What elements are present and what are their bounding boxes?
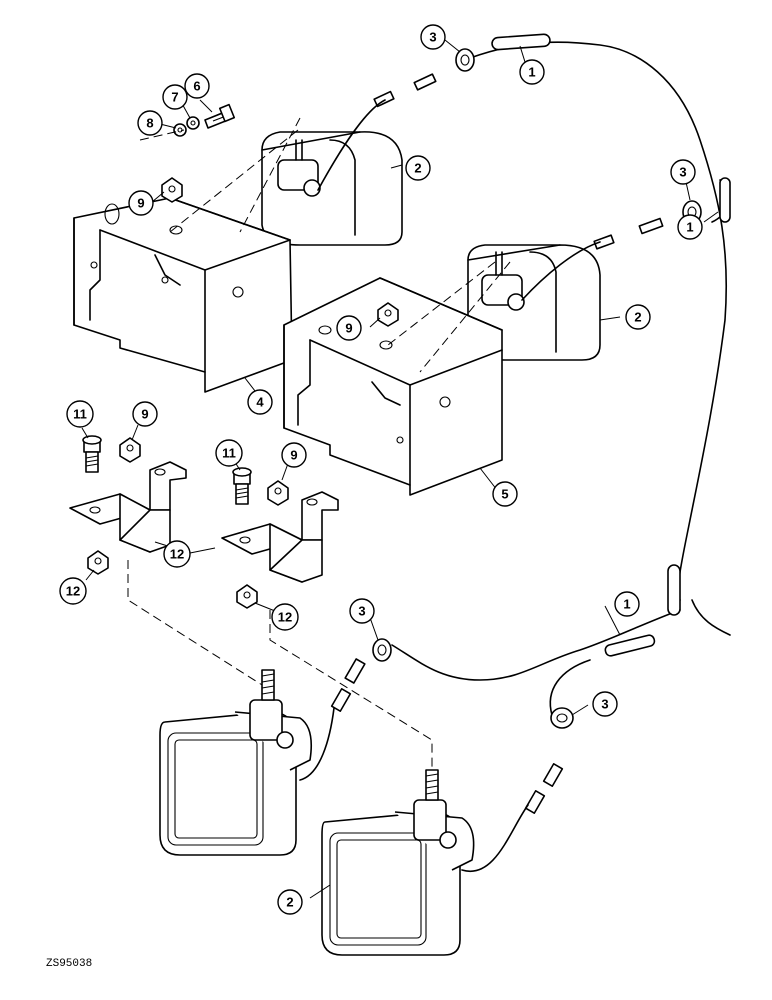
mounting-bracket-right [221, 491, 339, 583]
work-lamp-lower-left [159, 669, 335, 856]
svg-text:11: 11 [222, 446, 236, 461]
svg-text:1: 1 [623, 597, 630, 612]
callout-11a: 11 [66, 400, 94, 428]
callout-1a: 1 [519, 59, 545, 85]
svg-text:8: 8 [146, 116, 153, 131]
wire-harness [391, 33, 731, 716]
work-lamp-lower-right [321, 769, 529, 956]
svg-text:2: 2 [414, 161, 421, 176]
svg-text:4: 4 [256, 395, 264, 410]
svg-text:12: 12 [170, 547, 184, 562]
svg-text:2: 2 [286, 895, 293, 910]
svg-text:1: 1 [528, 65, 535, 80]
callout-3c: 3 [349, 598, 375, 624]
callout-8: 8 [137, 110, 163, 136]
callout-1b: 1 [677, 214, 703, 240]
svg-text:9: 9 [141, 407, 148, 422]
svg-text:9: 9 [290, 448, 297, 463]
callout-3a: 3 [420, 24, 446, 50]
svg-text:7: 7 [171, 90, 178, 105]
callout-2c: 2 [277, 889, 303, 915]
callout-3d: 3 [592, 691, 618, 717]
figure-reference-code: ZS95038 [46, 958, 93, 970]
bolts [82, 103, 252, 505]
callout-11b: 11 [215, 439, 243, 467]
svg-text:3: 3 [679, 165, 686, 180]
callout-1c: 1 [614, 591, 640, 617]
callout-7: 7 [162, 84, 188, 110]
svg-text:3: 3 [429, 30, 436, 45]
callout-5: 5 [492, 481, 518, 507]
svg-text:3: 3 [358, 604, 365, 619]
callout-12a: 12 [163, 540, 191, 568]
alignment-lines [127, 117, 511, 790]
callout-4: 4 [247, 389, 273, 415]
nuts [87, 116, 399, 609]
callout-9c: 9 [132, 401, 158, 427]
callout-12c: 12 [271, 603, 299, 631]
wire-connectors [330, 73, 664, 814]
callout-3b: 3 [670, 159, 696, 185]
svg-text:9: 9 [137, 196, 144, 211]
svg-text:6: 6 [193, 79, 200, 94]
mounting-bracket-left [69, 461, 187, 553]
svg-text:12: 12 [66, 584, 80, 599]
svg-text:5: 5 [501, 487, 508, 502]
callout-9d: 9 [281, 442, 307, 468]
callout-2a: 2 [405, 155, 431, 181]
svg-text:9: 9 [345, 321, 352, 336]
callout-2b: 2 [625, 304, 651, 330]
svg-text:2: 2 [634, 310, 641, 325]
callout-9b: 9 [336, 315, 362, 341]
svg-text:3: 3 [601, 697, 608, 712]
callout-6: 6 [184, 73, 210, 99]
callout-12b: 12 [59, 577, 87, 605]
work-lamp-upper-left [261, 99, 403, 246]
callout-9a: 9 [128, 190, 154, 216]
svg-text:12: 12 [278, 610, 292, 625]
lamp-guard-4 [73, 197, 293, 393]
svg-text:1: 1 [686, 220, 693, 235]
svg-text:11: 11 [73, 407, 87, 422]
